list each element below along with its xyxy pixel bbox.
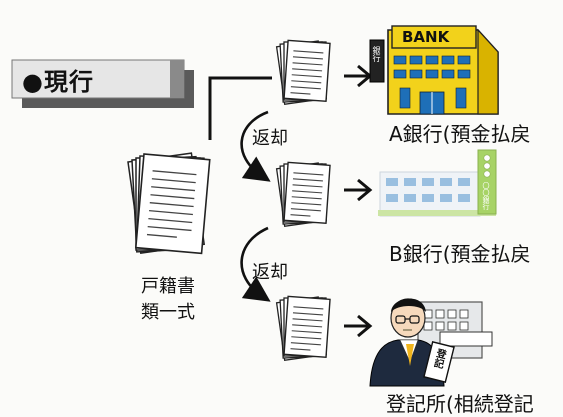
- arrow-to-bank-b: [344, 178, 373, 202]
- status-badge: [11, 59, 194, 108]
- connector-line: [208, 76, 272, 140]
- document-stack-b: [275, 161, 331, 227]
- destination-label-bank-b: B銀行(預金払戻: [389, 242, 531, 266]
- registry-office: [369, 298, 493, 387]
- return-label-2: 返却: [252, 262, 288, 283]
- destination-label-registry: 登記所(相続登記: [386, 392, 534, 416]
- bank-a-building: [369, 25, 499, 115]
- return-label-1: 返却: [252, 128, 288, 149]
- bank-b-sign: 〇〇銀行: [482, 182, 490, 210]
- arrow-to-registry: [344, 314, 373, 338]
- status-badge-text: ●現行: [22, 62, 94, 97]
- document-stack-a: [275, 39, 331, 105]
- destination-label-bank-a: A銀行(預金払戻: [389, 122, 531, 146]
- document-stack-c: [275, 295, 331, 361]
- return-arrow-1: [240, 110, 271, 182]
- source-label-line2: 類一式: [141, 302, 195, 323]
- arrow-to-bank-a: [344, 64, 373, 88]
- bank-b-building: [378, 149, 497, 217]
- badge-label: 現行: [43, 68, 94, 96]
- source-label-line1: 戸籍書: [141, 276, 195, 297]
- bank-a-sign: BANK: [402, 28, 450, 46]
- bank-a-plaque: 銀行: [372, 46, 381, 62]
- bullet-icon: ●: [22, 68, 44, 96]
- return-arrow-2: [240, 226, 271, 302]
- source-document-stack: [127, 152, 211, 255]
